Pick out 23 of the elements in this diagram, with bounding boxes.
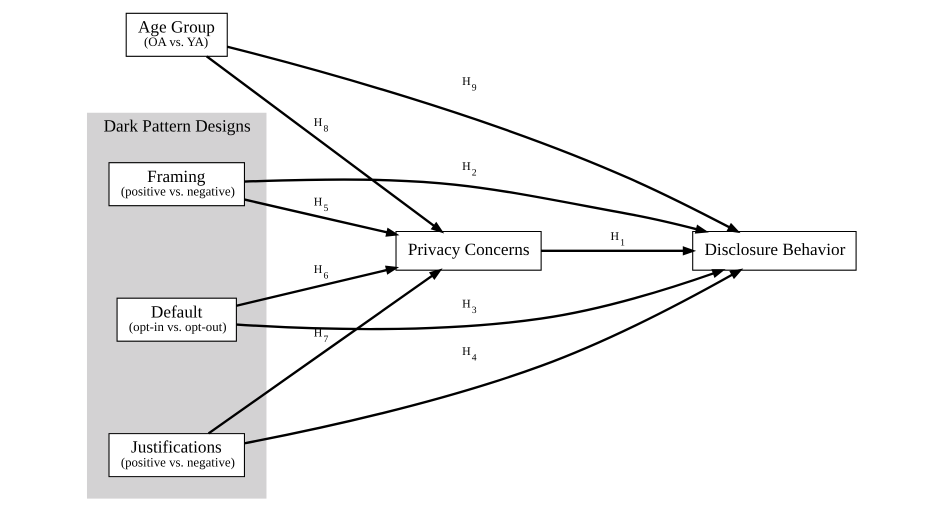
- arrow: [244, 198, 400, 236]
- edge-label: H$_{3}$: [462, 296, 477, 316]
- edge-label: H$_{1}$: [610, 228, 625, 248]
- node-box: Privacy Concerns: [395, 230, 542, 270]
- edge-label: H$_{4}$: [462, 343, 477, 363]
- edge-label: H$_{8}$: [314, 114, 328, 134]
- arrow: [236, 268, 726, 330]
- arrow: [208, 268, 443, 434]
- edge-label: H$_{5}$: [314, 194, 328, 214]
- edge-label: H$_{9}$: [462, 74, 477, 94]
- edge-label: H$_{2}$: [462, 158, 477, 178]
- arrow: [227, 45, 741, 233]
- arrow: [236, 265, 400, 306]
- arrow: [244, 178, 709, 234]
- arrow: [206, 54, 444, 233]
- node-box: Disclosure Behavior: [692, 230, 857, 270]
- node-box: Age Group (OA vs. YA): [126, 12, 228, 56]
- arrow: [541, 246, 696, 256]
- node-box: Framing (positive vs. negative): [108, 162, 245, 206]
- node-box: Default (opt-in vs. opt-out): [116, 297, 237, 342]
- arrow: [244, 268, 744, 444]
- node-box: Justifications (positive vs. negative): [108, 432, 245, 477]
- edge-label: H$_{6}$: [314, 262, 328, 282]
